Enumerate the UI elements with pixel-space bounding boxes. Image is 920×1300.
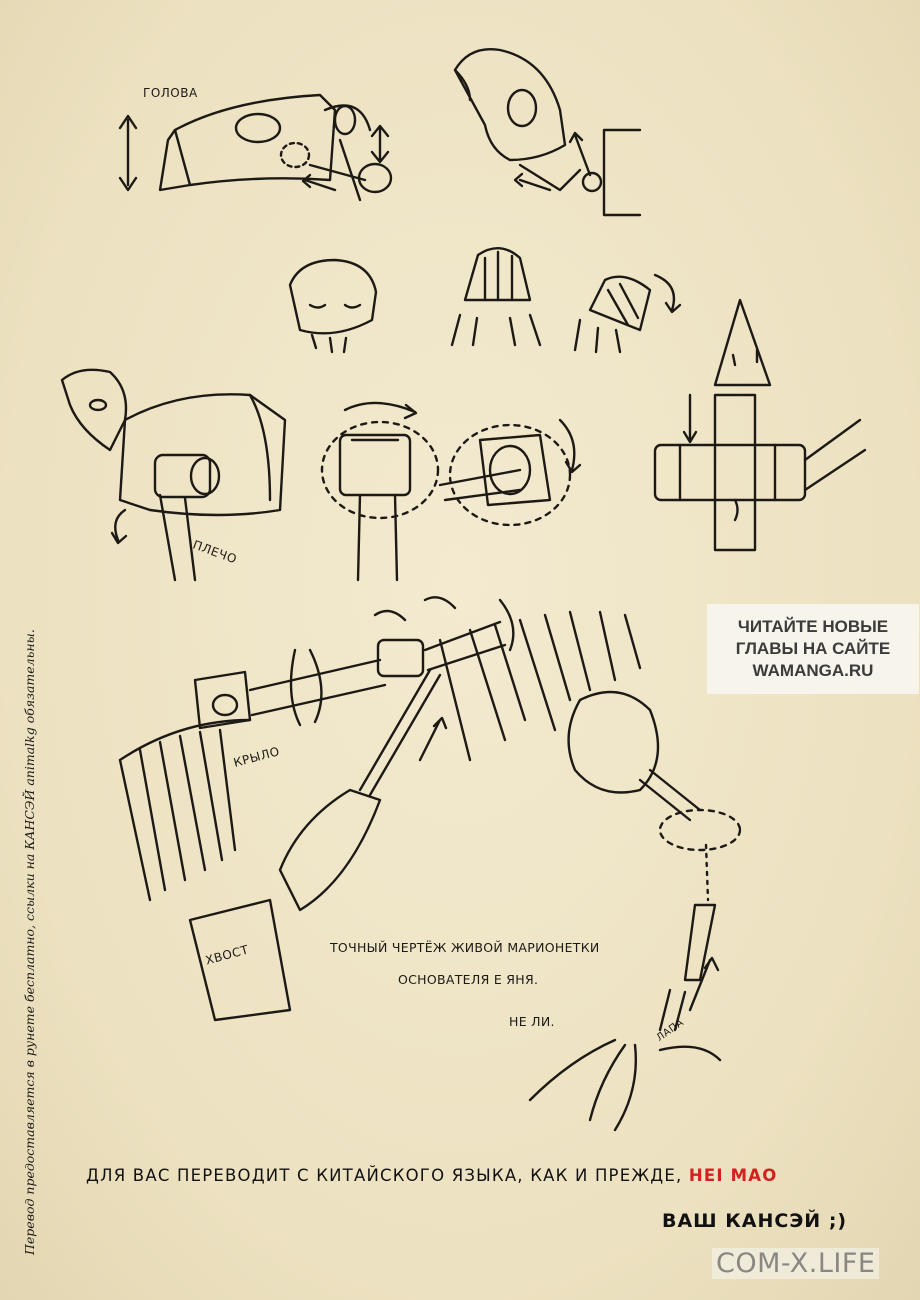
promo-box: ЧИТАЙТЕ НОВЫЕ ГЛАВЫ НА САЙТЕ WAMANGA.RU — [707, 604, 919, 694]
signature: ВАШ КАНСЭЙ ;) — [662, 1210, 848, 1232]
watermark: COM-X.LIFE — [712, 1248, 880, 1279]
label-head: ГОЛОВА — [143, 86, 198, 100]
note-line-1: ТОЧНЫЙ ЧЕРТЁЖ ЖИВОЙ МАРИОНЕТКИ — [330, 940, 600, 955]
promo-line-2: ГЛАВЫ НА САЙТЕ — [735, 639, 891, 658]
credit-text: ДЛЯ ВАС ПЕРЕВОДИТ С КИТАЙСКОГО ЯЗЫКА, КА… — [86, 1166, 689, 1185]
side-disclaimer: Перевод предоставляется в рунете бесплат… — [22, 629, 37, 1255]
translator-credit: ДЛЯ ВАС ПЕРЕВОДИТ С КИТАЙСКОГО ЯЗЫКА, КА… — [86, 1166, 778, 1185]
note-line-3: НЕ ЛИ. — [509, 1014, 555, 1029]
note-line-2: ОСНОВАТЕЛЯ Е ЯНЯ. — [398, 972, 539, 987]
promo-line-3: WAMANGA.RU — [752, 661, 874, 680]
translator-name: HEI MAO — [688, 1166, 778, 1185]
promo-line-1: ЧИТАЙТЕ НОВЫЕ — [737, 617, 889, 636]
